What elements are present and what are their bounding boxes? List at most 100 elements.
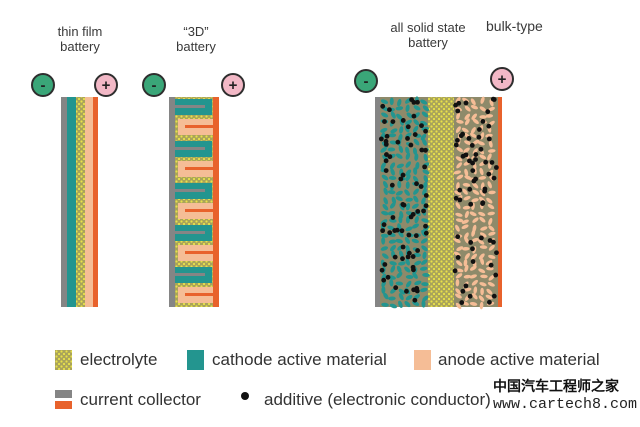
legend-cathode-swatch — [187, 350, 204, 370]
cathode-particle — [421, 197, 426, 205]
solid-state-negative-terminal: - — [354, 69, 378, 93]
3d-neg-collector-finger — [175, 231, 205, 234]
anode-particle — [462, 182, 471, 187]
additive-dot — [414, 286, 420, 291]
additive-dot — [473, 176, 479, 182]
anode-particle — [472, 139, 480, 145]
cathode-particle — [380, 127, 388, 133]
additive-dot — [384, 133, 390, 139]
legend-collector-pos-swatch — [55, 401, 72, 409]
cathode-particle — [412, 125, 419, 133]
cathode-particle — [389, 97, 394, 106]
anode-particle — [477, 239, 485, 245]
anode-particle — [488, 190, 496, 195]
additive-dot — [457, 197, 463, 203]
anode-particle — [456, 162, 463, 169]
anode-particle — [469, 274, 477, 279]
additive-dot — [392, 228, 398, 233]
additive-dot — [482, 186, 488, 192]
3d-neg-collector — [169, 97, 175, 307]
additive-dot — [401, 202, 407, 208]
anode-particle — [469, 265, 477, 271]
cathode-particle — [422, 105, 430, 112]
legend-additive-dot — [241, 392, 249, 400]
3d-negative-terminal: - — [142, 73, 166, 97]
additive-dot — [476, 134, 482, 140]
additive-dot — [387, 154, 393, 160]
additive-dot — [378, 136, 384, 142]
anode-particle — [470, 104, 479, 110]
cathode-particle — [421, 282, 429, 287]
anode-particle — [479, 245, 488, 249]
cathode-particle — [413, 119, 420, 126]
additive-dot — [473, 157, 478, 162]
anode-particle — [454, 190, 462, 196]
anode-particle — [487, 181, 492, 189]
anode-particle — [455, 293, 462, 299]
cathode-particle — [421, 218, 429, 223]
additive-dot — [455, 137, 460, 143]
cathode-particle — [380, 233, 389, 238]
anode-particle — [464, 236, 469, 244]
anode-particle — [479, 154, 487, 160]
anode-particle — [485, 114, 494, 118]
cathode-particle — [404, 189, 410, 196]
anode-particle — [471, 198, 479, 203]
cathode-particle — [390, 128, 398, 134]
additive-dot — [453, 195, 459, 201]
anode-particle — [470, 132, 477, 138]
cathode-particle — [405, 258, 410, 266]
thin-film-title-line2: battery — [60, 39, 100, 54]
cathode-particle — [390, 244, 396, 252]
3d-neg-collector-finger — [175, 273, 205, 276]
cathode-particle — [404, 266, 411, 273]
cathode-particle — [388, 296, 396, 301]
additive-dot — [415, 209, 421, 214]
cathode-particle — [388, 275, 396, 280]
cathode-particle — [421, 245, 428, 252]
cathode-particle — [405, 295, 413, 301]
cathode-particle — [406, 112, 413, 119]
additive-dot — [390, 119, 396, 125]
anode-particle — [455, 212, 463, 217]
solid-pos-collector — [498, 97, 502, 307]
anode-particle — [461, 224, 469, 230]
anode-particle — [456, 174, 464, 180]
cathode-particle — [387, 190, 396, 195]
cathode-particle — [396, 163, 405, 169]
3d-pos-collector-finger — [185, 293, 215, 296]
additive-dot — [422, 164, 428, 170]
cathode-particle — [389, 218, 397, 223]
cathode-particle — [381, 302, 389, 307]
additive-dot — [421, 208, 426, 214]
anode-particle — [485, 294, 493, 300]
anode-particle — [462, 205, 471, 210]
additive-dot — [419, 123, 424, 129]
anode-particle — [479, 167, 484, 176]
anode-particle — [479, 301, 484, 310]
additive-dot — [410, 254, 416, 259]
additive-dot — [489, 160, 495, 165]
anode-particle — [463, 274, 472, 279]
anode-particle — [462, 188, 468, 195]
cathode-particle — [383, 197, 388, 205]
thin-film-cathode — [67, 97, 76, 307]
thin-film-anode — [85, 97, 93, 307]
cathode-particle — [396, 113, 403, 120]
cathode-particle — [389, 278, 394, 287]
anode-particle — [488, 231, 496, 236]
cathode-particle — [383, 187, 388, 195]
anode-particle — [456, 146, 464, 153]
additive-dot — [470, 246, 475, 252]
thin-film-title: thin film battery — [40, 24, 120, 54]
cathode-particle — [381, 210, 389, 216]
anode-particle — [472, 182, 479, 189]
anode-particle — [456, 119, 464, 124]
cathode-particle — [382, 253, 389, 259]
cathode-particle — [411, 238, 419, 244]
anode-particle — [461, 246, 470, 251]
cathode-particle — [395, 190, 403, 196]
cathode-particle — [398, 230, 404, 238]
anode-particle — [455, 302, 462, 310]
3d-battery-title: “3D” battery — [156, 24, 236, 54]
